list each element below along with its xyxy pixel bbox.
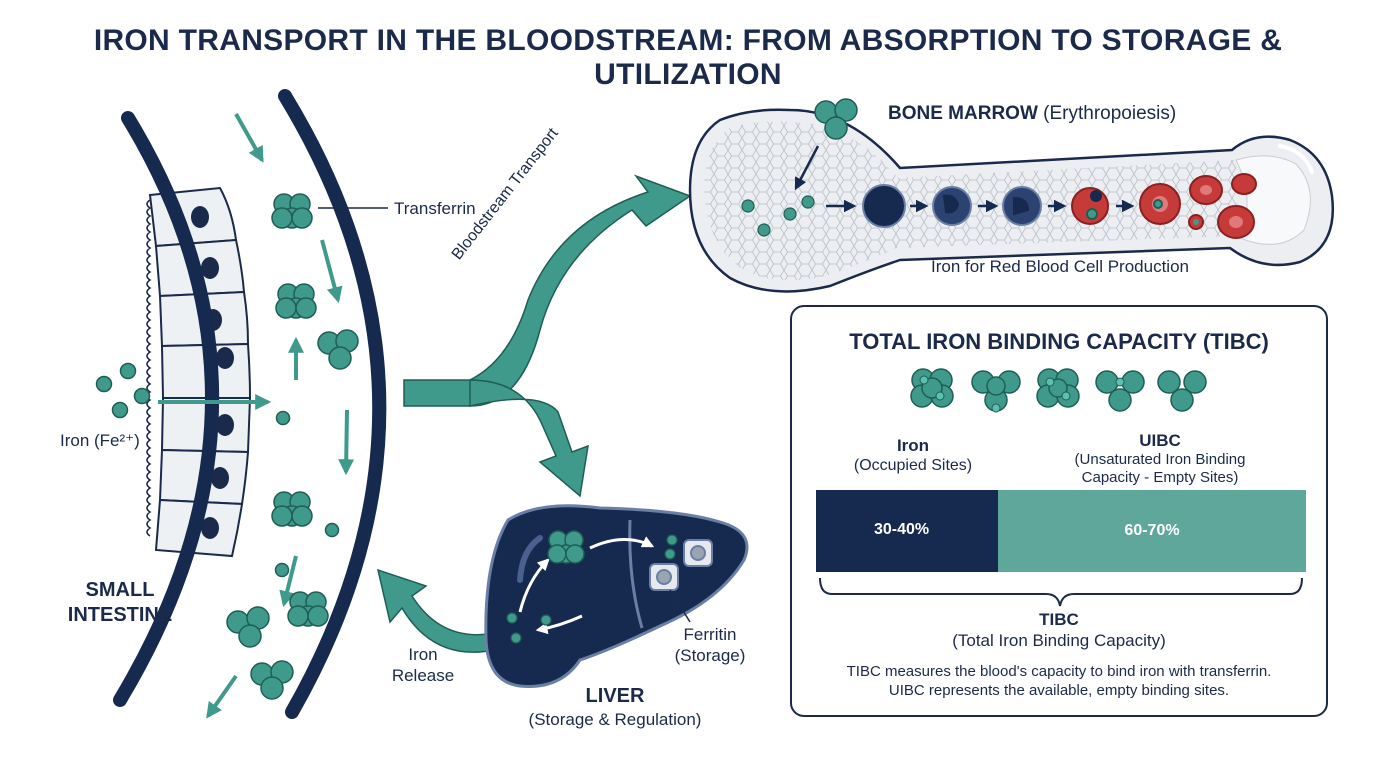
tibc-title: TOTAL IRON BINDING CAPACITY (TIBC) bbox=[849, 329, 1269, 354]
transferrin-label: Transferrin bbox=[394, 199, 476, 218]
tibc-iron-title: Iron bbox=[896, 436, 930, 455]
transferrin-molecules-vessel bbox=[226, 193, 359, 700]
small-intestine-label: SMALL INTESTINE bbox=[60, 578, 180, 628]
iron-release-line2: Release bbox=[391, 666, 455, 686]
intestinal-villi bbox=[146, 199, 152, 537]
tibc-note-line2: UIBC represents the available, empty bin… bbox=[888, 681, 1230, 699]
tibc-uibc-sub2: Capacity - Empty Sites) bbox=[1081, 469, 1239, 487]
liver-label: LIVER (Storage & Regulation) bbox=[500, 684, 730, 730]
marrow-iron-dots bbox=[741, 195, 815, 237]
tibc-panel: TOTAL IRON BINDING CAPACITY (TIBC) Iron … bbox=[790, 305, 1328, 717]
ferritin-line2: (Storage) bbox=[674, 646, 746, 666]
tibc-note-line1: TIBC measures the blood's capacity to bi… bbox=[846, 663, 1272, 680]
tibc-note: TIBC measures the blood's capacity to bi… bbox=[792, 663, 1326, 701]
tibc-uibc-title: UIBC bbox=[1139, 431, 1181, 450]
bloodstream-arrow-to-liver bbox=[469, 379, 589, 498]
iron-release-label: Iron Release bbox=[378, 644, 468, 687]
tibc-uibc-sub1: (Unsaturated Iron Binding bbox=[1074, 451, 1246, 469]
iron-release-line1: Iron bbox=[408, 645, 438, 664]
ferritin-leader-line bbox=[669, 589, 691, 623]
ferritin-storage-cells bbox=[649, 539, 713, 591]
vessel-wall-outer bbox=[278, 89, 387, 719]
tibc-transferrin-row bbox=[910, 368, 1207, 412]
blood-flow-arrows bbox=[206, 113, 355, 719]
vessel-wall-inner bbox=[113, 111, 219, 707]
tibc-bracket-sub: (Total Iron Binding Capacity) bbox=[952, 631, 1166, 651]
tibc-bound-iron-dots bbox=[919, 375, 1125, 413]
erythropoiesis-cells bbox=[862, 173, 1257, 239]
page-title: IRON TRANSPORT IN THE BLOODSTREAM: FROM … bbox=[93, 24, 1283, 91]
empty-percent: 60-70% bbox=[1124, 522, 1180, 539]
bone-marrow-title-rest: (Erythropoiesis) bbox=[1043, 103, 1177, 124]
empty-sites-bar: 60-70% bbox=[998, 490, 1306, 572]
occupied-sites-bar: 30-40% bbox=[816, 490, 998, 572]
tibc-bracket-title: TIBC bbox=[1039, 610, 1079, 629]
bone-marrow-caption: Iron for Red Blood Cell Production bbox=[931, 257, 1189, 276]
iron-release-arrow bbox=[376, 568, 496, 653]
cell-nuclei bbox=[191, 206, 234, 539]
liver-title: LIVER bbox=[585, 685, 645, 707]
tibc-uibc-legend: UIBC (Unsaturated Iron Binding Capacity … bbox=[1040, 431, 1280, 487]
ferritin-label: Ferritin (Storage) bbox=[660, 624, 760, 667]
small-intestine-line1: SMALL bbox=[85, 579, 155, 601]
transferrin-molecule-marrow bbox=[814, 98, 858, 140]
liver-subtitle: (Storage & Regulation) bbox=[528, 710, 702, 729]
small-intestine-line2: INTESTINE bbox=[67, 604, 173, 626]
epithelial-cells bbox=[148, 186, 252, 558]
bone-marrow-title: BONE MARROW (Erythropoiesis) bbox=[888, 102, 1176, 126]
tibc-bracket bbox=[819, 577, 1303, 607]
tibc-iron-legend: Iron (Occupied Sites) bbox=[828, 435, 998, 476]
occupied-percent: 30-40% bbox=[874, 521, 930, 538]
bone-marrow-title-bold: BONE MARROW bbox=[888, 103, 1038, 124]
ferritin-line1: Ferritin bbox=[683, 625, 737, 644]
tibc-iron-sub: (Occupied Sites) bbox=[853, 457, 973, 475]
tibc-bracket-label: TIBC (Total Iron Binding Capacity) bbox=[792, 609, 1326, 652]
iron-ion-label: Iron (Fe²⁺) bbox=[60, 431, 140, 450]
free-iron-ions bbox=[95, 362, 340, 578]
transferrin-molecule-liver bbox=[547, 530, 585, 564]
marrow-entry-arrow bbox=[794, 145, 820, 191]
liver-internal-arrows bbox=[518, 536, 655, 635]
